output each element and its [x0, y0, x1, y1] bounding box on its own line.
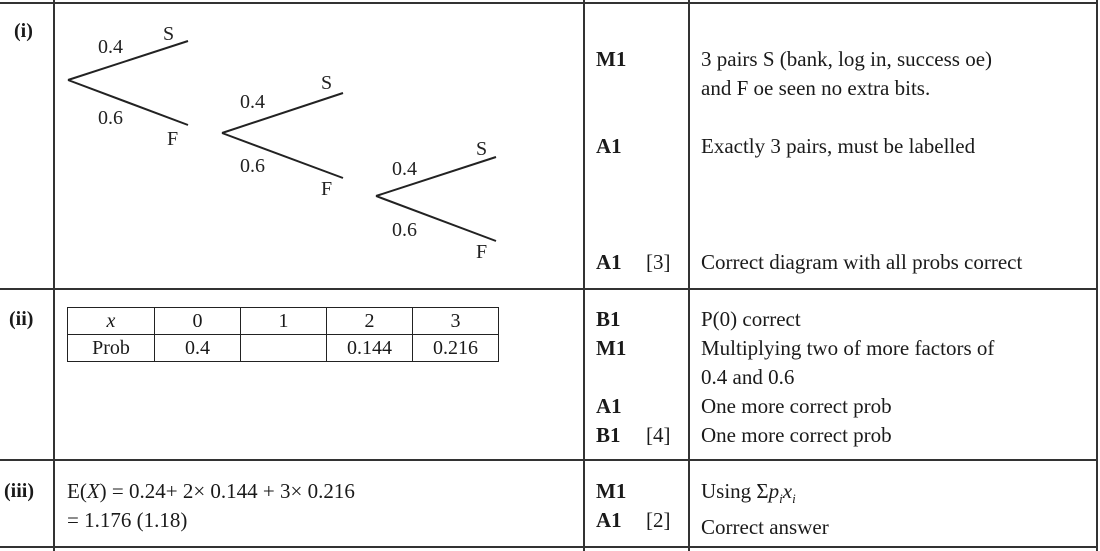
guidance-line: 3 pairs S (bank, log in, success oe) [701, 47, 993, 71]
part-label-ii: (ii) [9, 308, 34, 330]
table-cell: 1 [240, 307, 327, 335]
random-variable-x: X [86, 479, 100, 503]
stage3-p-fail: 0.6 [392, 219, 417, 241]
guidance-line: 0.4 and 0.6 [701, 365, 795, 389]
row-divider-i-ii [0, 288, 1098, 290]
mark-code: M1 [596, 479, 627, 503]
table-cell: 3 [412, 307, 499, 335]
guidance-i-2: Exactly 3 pairs, must be labelled [701, 134, 976, 158]
table-cell: 0.144 [326, 334, 413, 362]
mark-code: B1 [596, 423, 621, 447]
mark-total-iii: [2] [646, 508, 671, 532]
guidance-line: Multiplying two of more factors of [701, 336, 995, 360]
part-label-i: (i) [14, 20, 33, 42]
marks-column-iii: M1 A1 [596, 477, 626, 535]
stage2-success-label: S [321, 72, 332, 94]
marks-column-ii: B1 M1 A1 B1 [596, 305, 626, 450]
stage2-p-fail: 0.6 [240, 155, 265, 177]
table-row: x 0 1 2 3 [67, 307, 499, 335]
stage2-fail-label: F [321, 178, 332, 200]
mark-code: A1 [596, 508, 622, 532]
table-header-x: x [67, 307, 155, 335]
table-right-border [1096, 0, 1098, 551]
table-top-border [0, 2, 1098, 4]
stage1-success-label: S [163, 23, 174, 45]
expectation-working: E(X) = 0.24+ 2× 0.144 + 3× 0.216 = 1.176… [67, 477, 355, 535]
tree-diagram: 0.4 S 0.6 F 0.4 S 0.6 F 0.4 S 0.6 F [67, 23, 497, 263]
table-bottom-border [0, 546, 1098, 548]
stage1-p-success: 0.4 [98, 36, 123, 58]
stage3-success-label: S [476, 138, 487, 160]
part-label-iii: (iii) [4, 480, 34, 502]
stage3-p-success: 0.4 [392, 158, 417, 180]
mark-code-i-1: M1 [596, 47, 627, 71]
stage3-fail-label: F [476, 241, 487, 263]
guidance-line: One more correct prob [701, 394, 892, 418]
mark-code-i-3: A1 [596, 250, 622, 274]
label-column-divider [53, 0, 55, 551]
working-line-2: = 1.176 (1.18) [67, 508, 188, 532]
marks-column-divider [688, 0, 690, 551]
guidance-line: and F oe seen no extra bits. [701, 76, 931, 100]
stage2-p-success: 0.4 [240, 91, 265, 113]
table-header-prob: Prob [67, 334, 155, 362]
guidance-line: One more correct prob [701, 423, 892, 447]
guidance-line: P(0) correct [701, 307, 801, 331]
mark-code-i-2: A1 [596, 134, 622, 158]
mark-code: B1 [596, 307, 621, 331]
guidance-line: Using Σpixi [701, 479, 796, 507]
guidance-line: Correct answer [701, 515, 829, 540]
table-row: Prob 0.4 0.144 0.216 [67, 334, 499, 362]
guidance-i-3: Correct diagram with all probs correct [701, 250, 1023, 274]
stage1-p-fail: 0.6 [98, 107, 123, 129]
table-cell: 2 [326, 307, 413, 335]
table-cell: 0.4 [154, 334, 241, 362]
answer-column-divider [583, 0, 585, 551]
table-cell: 0 [154, 307, 241, 335]
guidance-ii: P(0) correct Multiplying two of more fac… [701, 305, 994, 450]
working-line-1: E(X) = 0.24+ 2× 0.144 + 3× 0.216 [67, 479, 355, 503]
guidance-i-1: 3 pairs S (bank, log in, success oe) and… [701, 45, 992, 103]
guidance-iii: Using Σpixi Correct answer [701, 477, 829, 542]
probability-distribution-table: x 0 1 2 3 Prob 0.4 0.144 0.216 [67, 307, 499, 362]
mark-code: A1 [596, 394, 622, 418]
row-divider-ii-iii [0, 459, 1098, 461]
mark-code: M1 [596, 336, 627, 360]
table-cell [240, 334, 327, 362]
stage1-fail-label: F [167, 128, 178, 150]
mark-total-ii: [4] [646, 423, 671, 447]
mark-total-i: [3] [646, 250, 671, 274]
table-cell: 0.216 [412, 334, 499, 362]
